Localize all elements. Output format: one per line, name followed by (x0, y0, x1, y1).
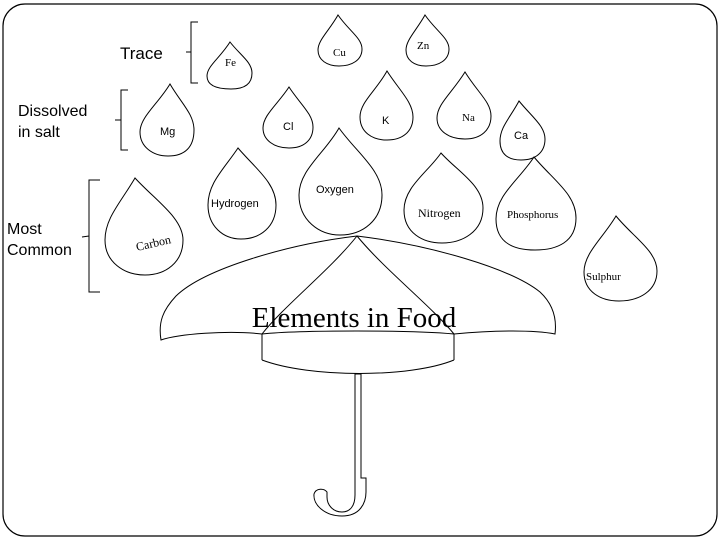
bracket-dissolved (115, 89, 128, 151)
umbrella-rib-left (261, 235, 358, 360)
label-common-line2: Common (7, 242, 72, 259)
drop-cl (262, 86, 314, 149)
drop-nitrogen (403, 152, 484, 244)
umbrella-canopy (159, 235, 556, 341)
element-cl: Cl (283, 121, 293, 133)
element-k: K (382, 115, 390, 127)
label-trace: Trace (120, 44, 163, 63)
umbrella-handle (313, 373, 367, 517)
label-dissolved-line2: in salt (18, 124, 60, 141)
drop-fe (206, 41, 253, 90)
label-dissolved-line1: Dissolved (18, 103, 87, 120)
drop-phosphorus (495, 156, 577, 251)
drop-carbon (104, 177, 184, 276)
drop-ca (499, 100, 546, 161)
element-mg: Mg (160, 126, 175, 138)
bracket-trace (186, 21, 198, 84)
drop-k (359, 70, 414, 141)
drop-cu (317, 14, 363, 67)
element-phosphorus: Phosphorus (507, 209, 558, 221)
label-common-line1: Most (7, 221, 42, 238)
element-nitrogen: Nitrogen (418, 206, 461, 220)
element-na: Na (462, 112, 475, 124)
element-fe: Fe (225, 57, 236, 69)
umbrella-canopy-bottom (261, 359, 455, 374)
element-oxygen: Oxygen (316, 184, 354, 196)
element-ca: Ca (514, 130, 529, 142)
bracket-common (81, 179, 100, 293)
element-zn: Zn (417, 40, 430, 52)
umbrella-rib-right (356, 235, 455, 360)
drop-sulphur (583, 215, 658, 302)
drop-hydrogen (207, 147, 277, 240)
element-sulphur: Sulphur (586, 271, 621, 283)
slide-frame (2, 3, 718, 537)
umbrella-title: Elements in Food (252, 302, 457, 334)
element-cu: Cu (333, 47, 346, 59)
drop-zn (405, 14, 450, 67)
drop-oxygen (298, 127, 383, 236)
drop-na (436, 71, 492, 140)
drop-mg (139, 83, 195, 157)
element-hydrogen: Hydrogen (211, 198, 259, 210)
